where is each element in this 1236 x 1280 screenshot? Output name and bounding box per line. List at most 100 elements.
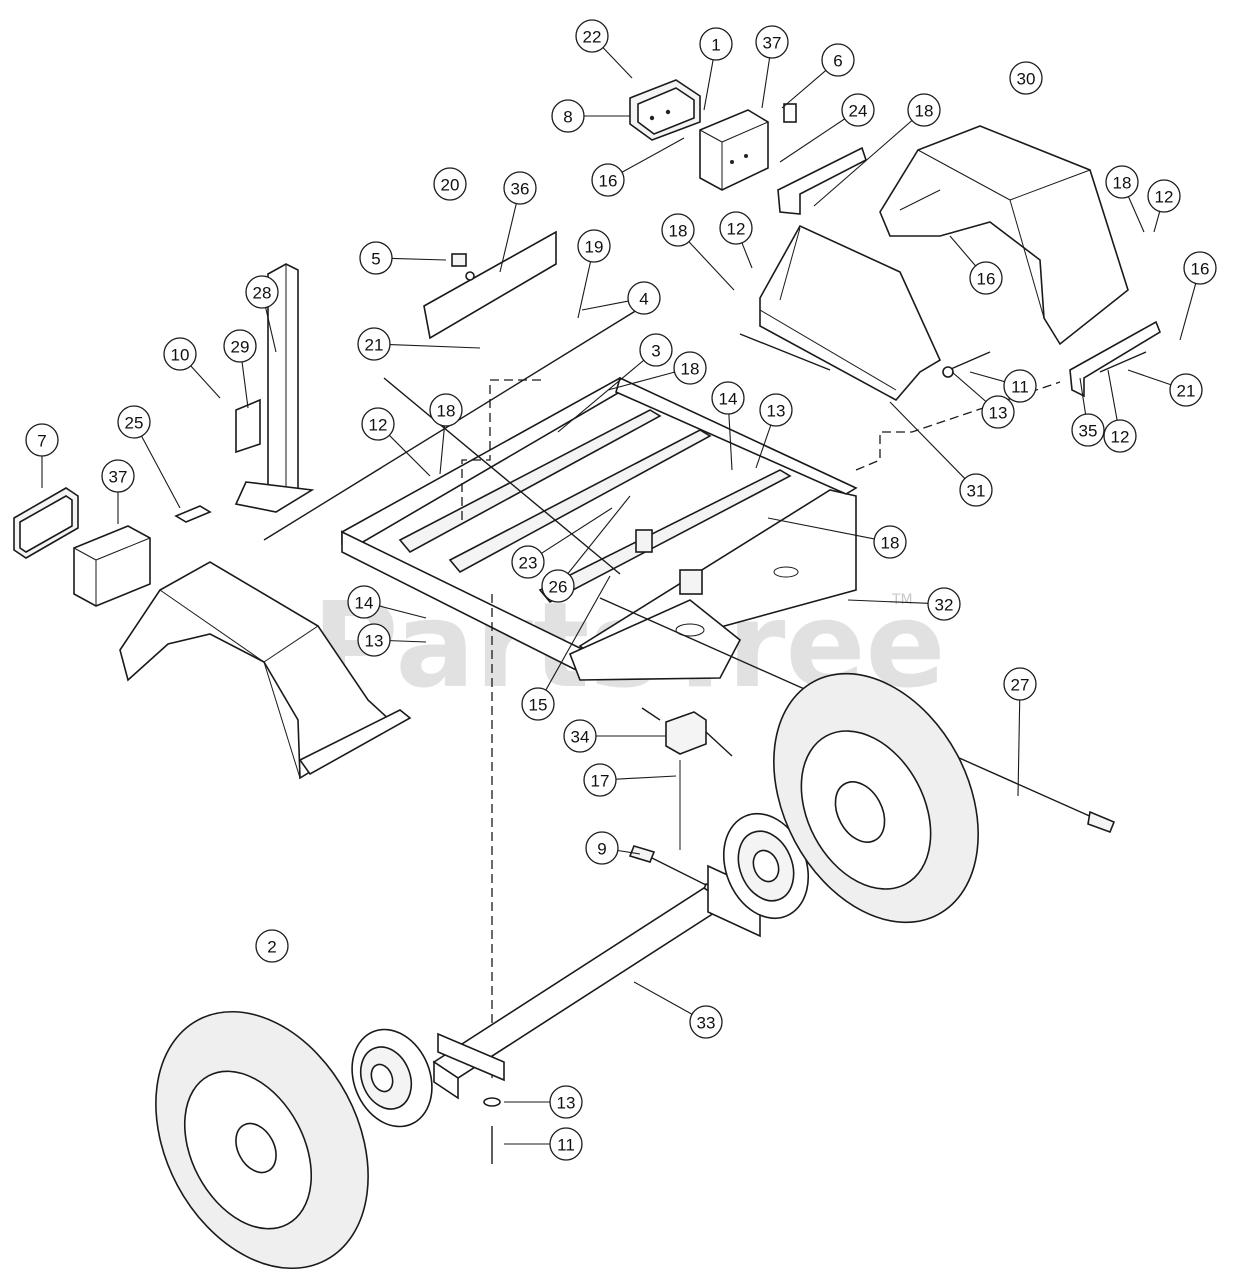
callout-circle xyxy=(245,275,279,309)
callout-leader xyxy=(889,401,966,479)
watermark-trademark: TM xyxy=(891,592,913,608)
callout-21: 21 xyxy=(357,327,481,361)
callout-9: 9 xyxy=(585,831,641,865)
callout-circle xyxy=(551,99,585,133)
callout-label: 16 xyxy=(599,172,618,191)
callout-leader xyxy=(577,261,592,319)
callout-leader xyxy=(1017,699,1021,797)
callout-16: 16 xyxy=(949,235,1003,295)
callout-circle xyxy=(1147,179,1181,213)
callout-33: 33 xyxy=(633,981,723,1039)
callout-label: 10 xyxy=(171,346,190,365)
callout-leader xyxy=(389,344,481,349)
callout-leader xyxy=(567,495,631,574)
light-bracket-left xyxy=(73,525,151,607)
callout-leader xyxy=(688,241,735,291)
washer-13-upper xyxy=(942,366,954,378)
callout-13: 13 xyxy=(951,371,1015,429)
callout-circle xyxy=(1183,251,1217,285)
callout-circle xyxy=(347,585,381,619)
callout-circle xyxy=(361,407,395,441)
callout-circle xyxy=(1071,413,1105,447)
callout-leader xyxy=(1153,211,1161,233)
callout-label: 28 xyxy=(253,284,272,303)
callout-30: 30 xyxy=(1009,61,1043,95)
callout-8: 8 xyxy=(551,99,630,133)
callout-circle xyxy=(1169,373,1203,407)
brake-actuator xyxy=(641,707,733,757)
callout-circle xyxy=(583,763,617,797)
callout-circle xyxy=(1103,419,1137,453)
callout-leader xyxy=(1079,377,1087,415)
callout-3: 3 xyxy=(557,333,673,433)
callout-leader xyxy=(439,425,446,475)
reflector-sticker xyxy=(783,103,797,123)
callout-19: 19 xyxy=(577,229,611,319)
washer-13-lower xyxy=(483,1097,501,1107)
callout-leader xyxy=(141,435,181,509)
callout-label: 34 xyxy=(571,728,590,747)
callout-circle xyxy=(969,261,1003,295)
callout-leader xyxy=(969,371,1005,383)
callout-circle xyxy=(689,1005,723,1039)
callout-32: 32 xyxy=(847,587,961,621)
callout-leader xyxy=(615,775,677,780)
callout-circle xyxy=(673,351,707,385)
callout-28: 28 xyxy=(245,275,279,353)
wiring-harness-rod xyxy=(383,377,621,575)
right-fender xyxy=(879,125,1129,346)
callout-leader xyxy=(389,640,427,643)
callout-circle xyxy=(503,171,537,205)
callout-11: 11 xyxy=(969,369,1037,403)
callout-29: 29 xyxy=(223,329,257,409)
callout-circle xyxy=(563,719,597,753)
callout-label: 35 xyxy=(1079,422,1098,441)
callout-circle xyxy=(591,163,625,197)
callout-leader xyxy=(847,599,929,604)
callout-11: 11 xyxy=(504,1127,583,1161)
callout-leader xyxy=(633,981,693,1015)
callout-leader xyxy=(379,605,427,619)
callout-24: 24 xyxy=(779,93,875,163)
side-bracket-35 xyxy=(1069,320,1161,398)
callout-circle xyxy=(627,281,661,315)
callout-label: 21 xyxy=(365,336,384,355)
callout-label: 21 xyxy=(1177,382,1196,401)
axle xyxy=(432,864,761,1100)
jack-pin xyxy=(174,505,212,523)
callout-37: 37 xyxy=(101,459,135,524)
callout-circle xyxy=(359,241,393,275)
callout-leader xyxy=(557,359,645,433)
callout-leader xyxy=(755,424,772,469)
callout-31: 31 xyxy=(889,401,993,507)
callout-label: 11 xyxy=(1011,378,1029,397)
callout-label: 6 xyxy=(833,52,842,71)
callout-label: 29 xyxy=(231,338,250,357)
callout-circle xyxy=(759,393,793,427)
assembly-line-box xyxy=(461,379,546,520)
callout-circle xyxy=(255,929,289,963)
callout-10: 10 xyxy=(163,337,221,399)
callout-label: 33 xyxy=(697,1014,716,1033)
callout-label: 23 xyxy=(519,554,538,573)
callout-circle xyxy=(357,327,391,361)
callout-circle xyxy=(575,19,609,53)
callout-circle xyxy=(577,229,611,263)
callout-label: 18 xyxy=(1113,174,1132,193)
callout-leader xyxy=(1107,369,1118,421)
callout-leader xyxy=(728,413,733,471)
callout-label: 13 xyxy=(365,632,384,651)
callout-label: 12 xyxy=(369,416,388,435)
callout-circle xyxy=(821,43,855,77)
callout-1: 1 xyxy=(699,27,733,111)
callout-circle xyxy=(433,167,467,201)
callout-18: 18 xyxy=(767,517,907,559)
callout-16: 16 xyxy=(1179,251,1217,341)
callout-label: 11 xyxy=(557,1136,575,1155)
callout-label: 8 xyxy=(563,108,572,127)
callout-circle xyxy=(907,93,941,127)
callout-circle xyxy=(699,27,733,61)
callout-circle xyxy=(521,687,555,721)
main-frame xyxy=(340,376,858,681)
